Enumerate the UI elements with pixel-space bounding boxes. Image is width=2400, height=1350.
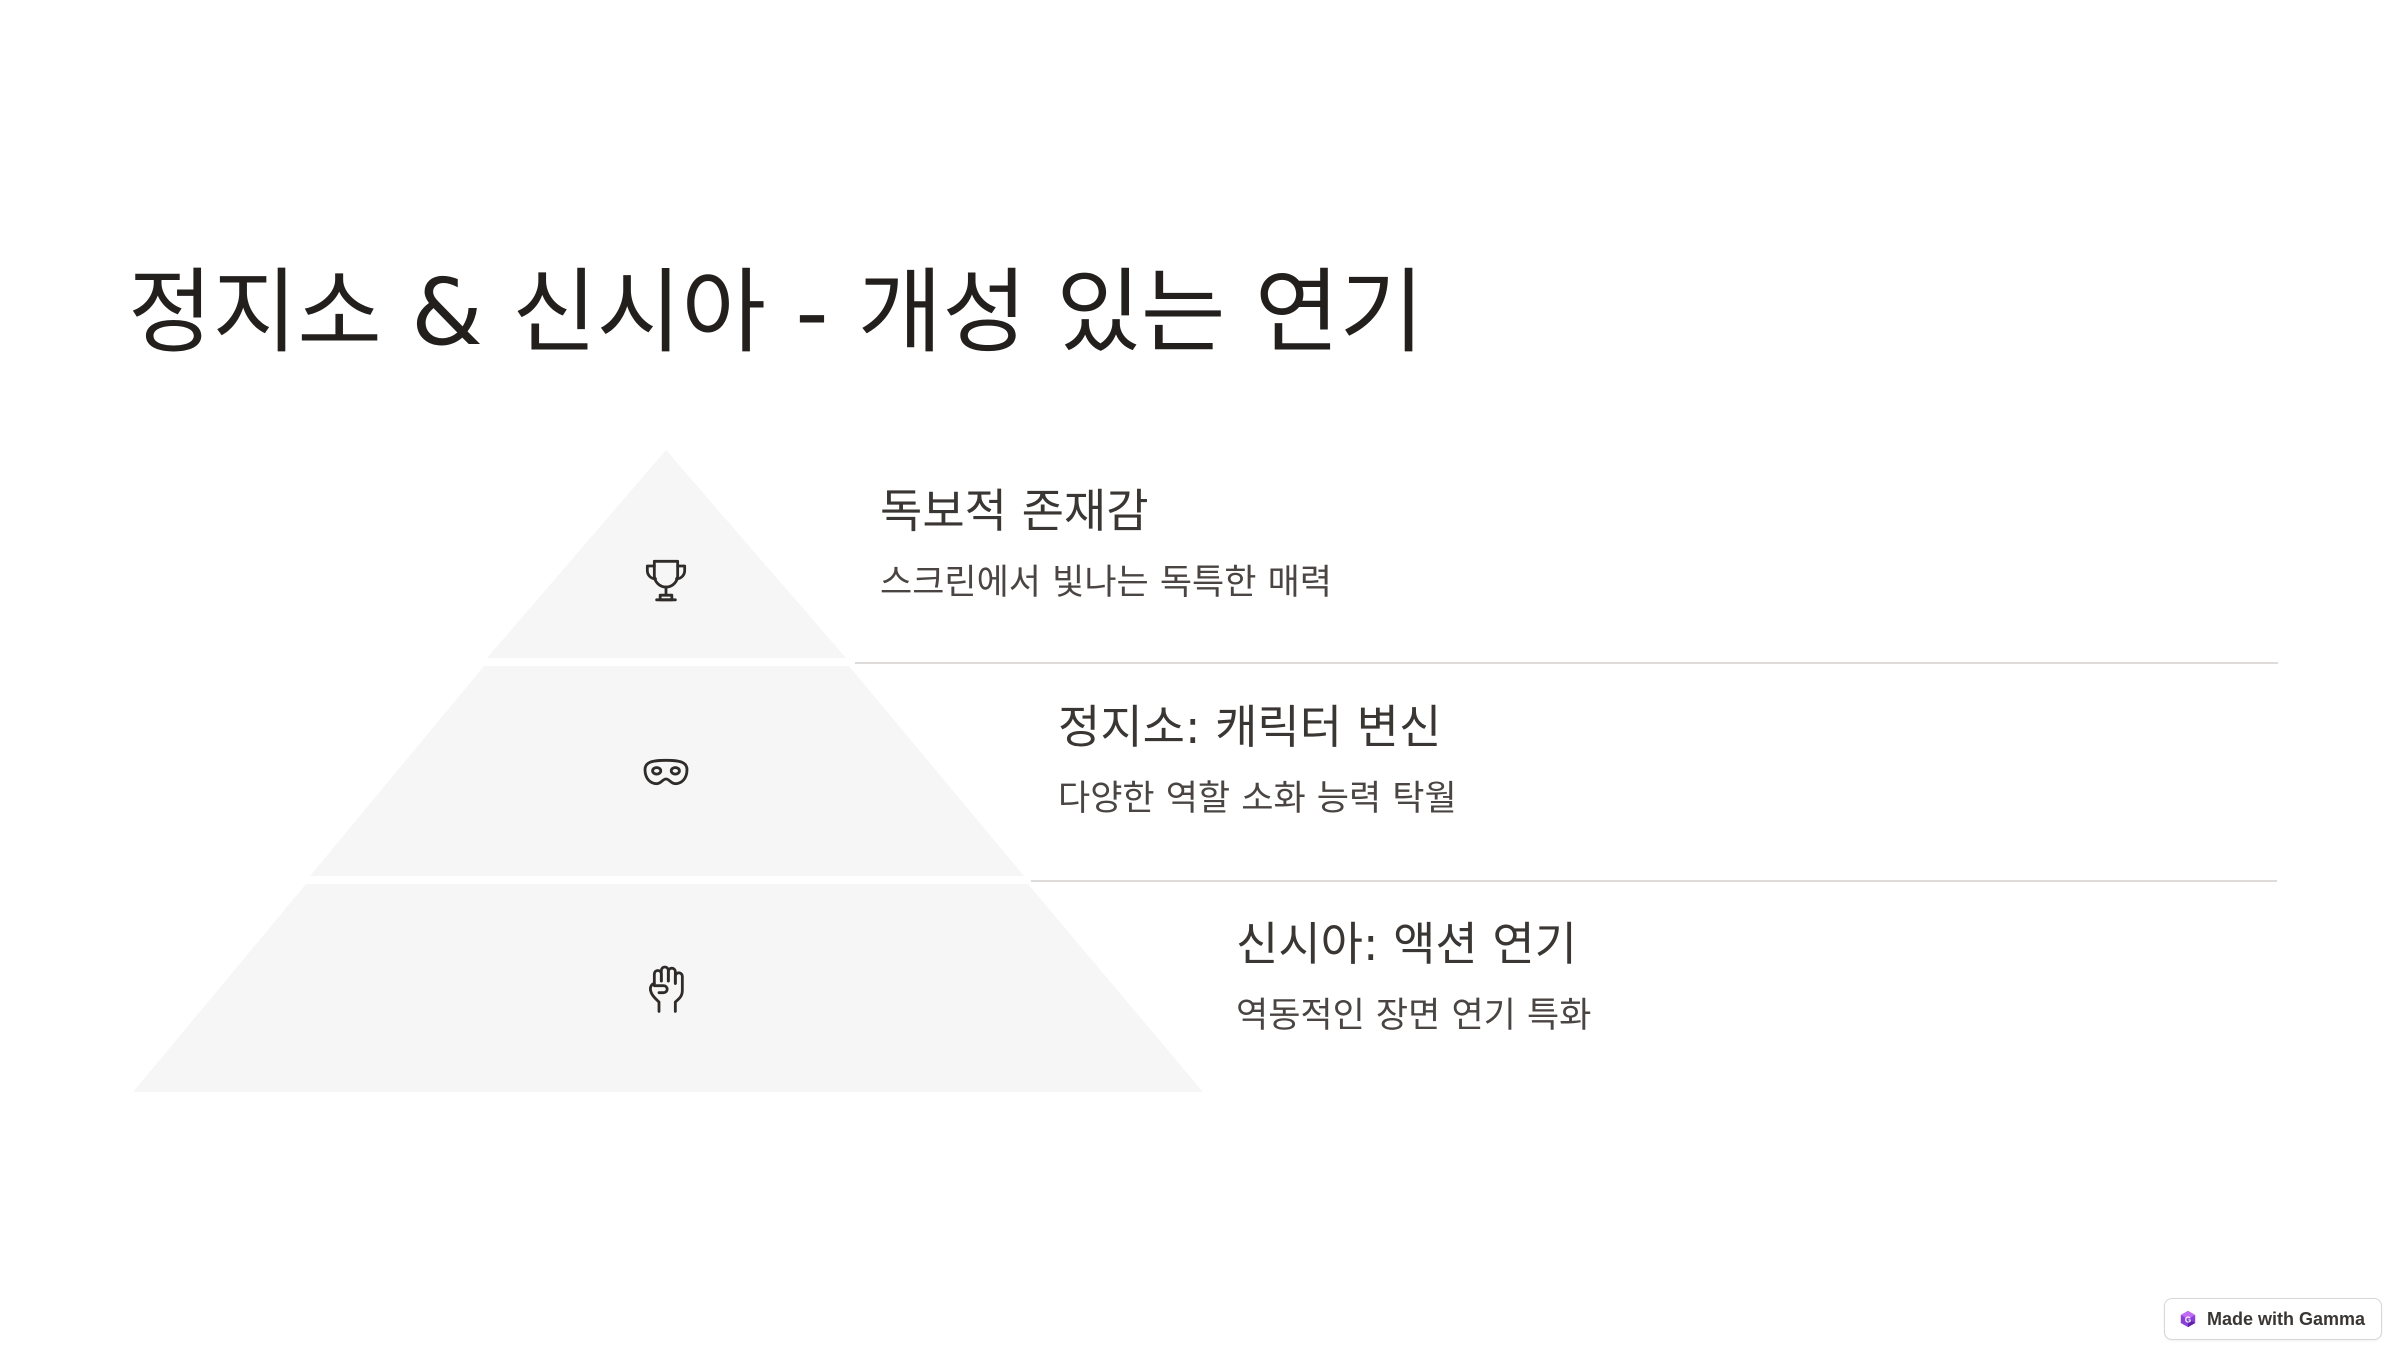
tier-text-3: 신시아: 액션 연기 역동적인 장면 연기 특화 bbox=[1236, 917, 1591, 1040]
tier-divider-2 bbox=[1031, 880, 2277, 882]
badge-label: Made with Gamma bbox=[2206, 1308, 2365, 1329]
tier-divider-1 bbox=[855, 662, 2278, 664]
pyramid-tier-middle bbox=[310, 666, 1024, 876]
mask-icon bbox=[634, 740, 698, 804]
tier-text-1: 독보적 존재감 스크린에서 빛나는 독특한 매력 bbox=[880, 484, 1332, 607]
pyramid-tier-top bbox=[487, 450, 846, 658]
raised-fist-icon bbox=[634, 956, 698, 1020]
slide-title: 정지소 & 신시아 - 개성 있는 연기 bbox=[128, 259, 1425, 366]
tier-description: 역동적인 장면 연기 특화 bbox=[1236, 996, 1592, 1037]
svg-text:G: G bbox=[2185, 1316, 2191, 1325]
tier-description: 다양한 역할 소화 능력 탁월 bbox=[1058, 779, 1457, 820]
made-with-gamma-badge[interactable]: G Made with Gamma bbox=[2163, 1298, 2382, 1340]
tier-heading: 독보적 존재감 bbox=[880, 484, 1149, 538]
tier-heading: 신시아: 액션 연기 bbox=[1236, 917, 1577, 971]
tier-description: 스크린에서 빛나는 독특한 매력 bbox=[880, 563, 1332, 604]
tier-text-2: 정지소: 캐릭터 변신 다양한 역할 소화 능력 탁월 bbox=[1058, 700, 1457, 823]
tier-heading: 정지소: 캐릭터 변신 bbox=[1058, 700, 1442, 754]
trophy-icon bbox=[634, 548, 698, 612]
gamma-logo-icon: G bbox=[2180, 1310, 2196, 1328]
